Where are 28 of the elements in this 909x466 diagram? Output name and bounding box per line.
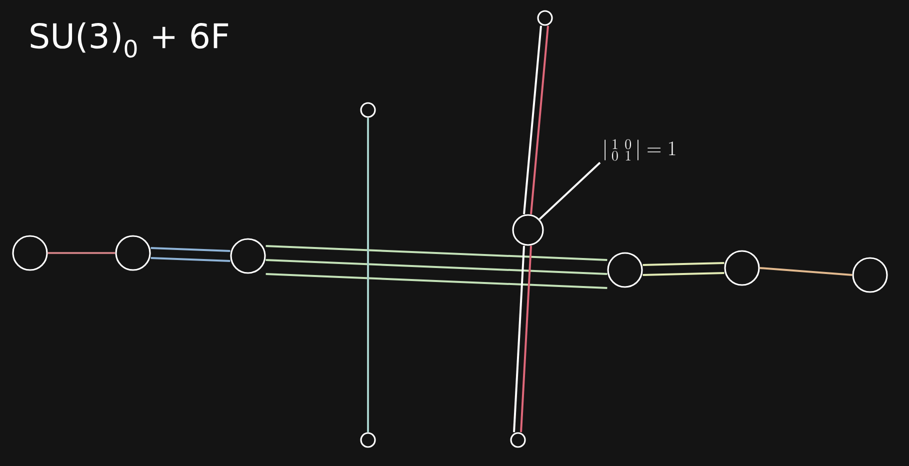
circle-node xyxy=(724,250,760,286)
circle-node xyxy=(607,252,643,288)
circle-node xyxy=(852,257,888,293)
chalk-line xyxy=(367,118,369,432)
circle-node xyxy=(360,432,376,448)
chalk-line xyxy=(48,252,116,254)
chalk-line xyxy=(642,262,724,266)
chalk-line xyxy=(150,257,230,262)
chalk-line xyxy=(150,247,230,252)
circle-node xyxy=(510,432,526,448)
chalk-line xyxy=(642,272,724,276)
chalk-line xyxy=(523,26,542,214)
circle-node xyxy=(115,235,151,271)
circle-node xyxy=(537,10,553,26)
chalk-line xyxy=(266,245,608,261)
circle-node xyxy=(512,214,544,246)
title: SU(3)$_{0}$ + 6F xyxy=(30,22,228,58)
chalk-line xyxy=(266,273,608,289)
circle-node xyxy=(12,235,48,271)
circle-node xyxy=(230,238,266,274)
chalk-line xyxy=(520,246,532,432)
circle-node xyxy=(360,102,376,118)
leader-line xyxy=(538,162,601,220)
chalk-line xyxy=(530,26,549,214)
chalk-line xyxy=(266,259,608,275)
formula-label: $\left|\begin{smallmatrix}1&0\\0&1\end{smallmatrix}\right|=1$ xyxy=(604,139,676,161)
chalk-line xyxy=(760,267,852,276)
chalk-line xyxy=(513,246,525,432)
